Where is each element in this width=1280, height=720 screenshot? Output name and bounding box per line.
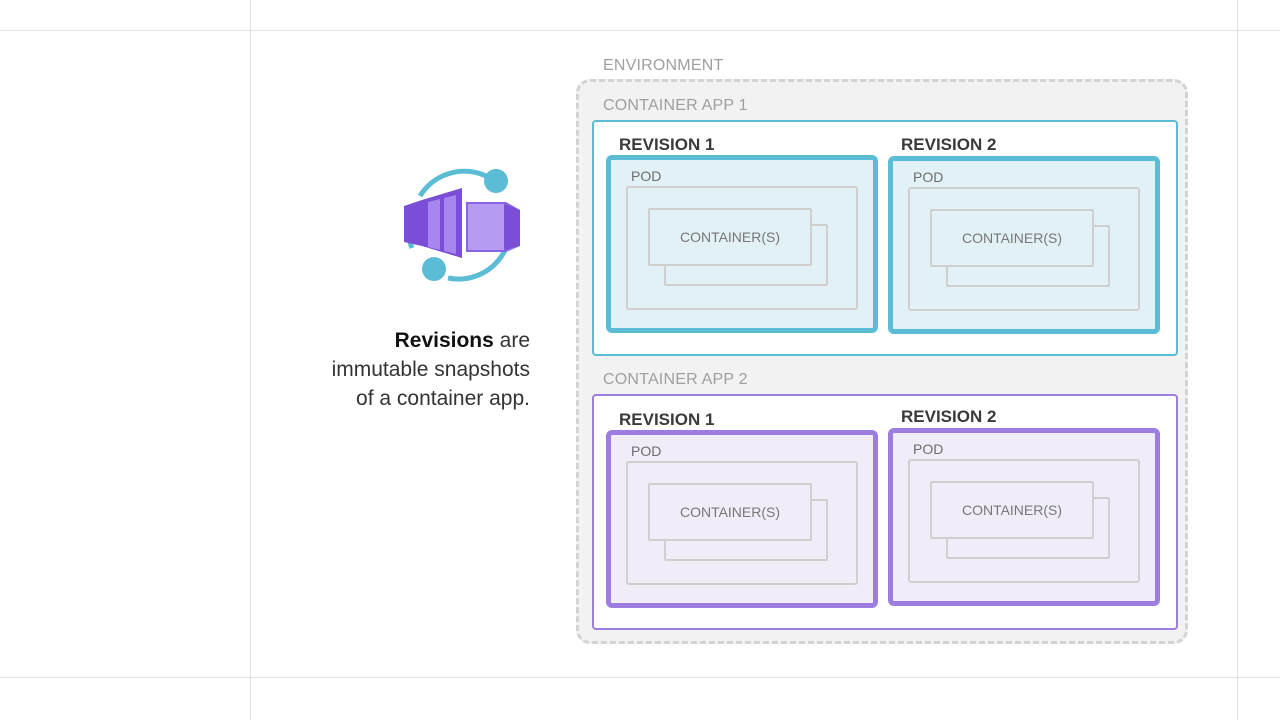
container-label: CONTAINER(S) (679, 229, 781, 245)
pod-box: CONTAINER(S) (626, 461, 858, 585)
container-box: CONTAINER(S) (930, 209, 1094, 267)
pod-box: CONTAINER(S) (908, 187, 1140, 311)
pod-box: CONTAINER(S) (908, 459, 1140, 583)
container-label: CONTAINER(S) (961, 502, 1063, 518)
container-label: CONTAINER(S) (679, 504, 781, 520)
pod-label: POD (913, 441, 944, 457)
app1-revision-1-title: REVISION 1 (619, 135, 715, 154)
guide-line-bottom (0, 677, 1280, 678)
app1-revision-2-box: POD CONTAINER(S) (888, 156, 1160, 334)
container-box: CONTAINER(S) (648, 208, 812, 266)
container-app-1-label: CONTAINER APP 1 (603, 97, 748, 114)
environment-label: ENVIRONMENT (603, 57, 724, 74)
app2-revision-1-box: POD CONTAINER(S) (606, 430, 878, 608)
caption-bold-term: Revisions (394, 329, 494, 352)
container-label: CONTAINER(S) (961, 230, 1063, 246)
app2-revision-2-title: REVISION 2 (901, 407, 997, 426)
container-box: CONTAINER(S) (648, 483, 812, 541)
app2-revision-1-title: REVISION 1 (619, 410, 715, 429)
pod-label: POD (913, 169, 944, 185)
caption-line1-rest: are (493, 329, 530, 352)
caption-text: Revisions are immutable snapshots of a c… (280, 326, 530, 413)
container-apps-logo-icon (404, 168, 520, 282)
guide-line-right (1237, 0, 1238, 720)
pod-box: CONTAINER(S) (626, 186, 858, 310)
container-box: CONTAINER(S) (930, 481, 1094, 539)
guide-line-top (0, 30, 1280, 31)
app2-revision-2-box: POD CONTAINER(S) (888, 428, 1160, 606)
container-app-2-label: CONTAINER APP 2 (603, 371, 748, 388)
pod-label: POD (631, 443, 662, 459)
pod-label: POD (631, 168, 662, 184)
caption-line2: immutable snapshots (331, 358, 530, 381)
app1-revision-2-title: REVISION 2 (901, 135, 997, 154)
guide-line-left (250, 0, 251, 720)
caption-line3: of a container app. (356, 387, 530, 410)
app1-revision-1-box: POD CONTAINER(S) (606, 155, 878, 333)
